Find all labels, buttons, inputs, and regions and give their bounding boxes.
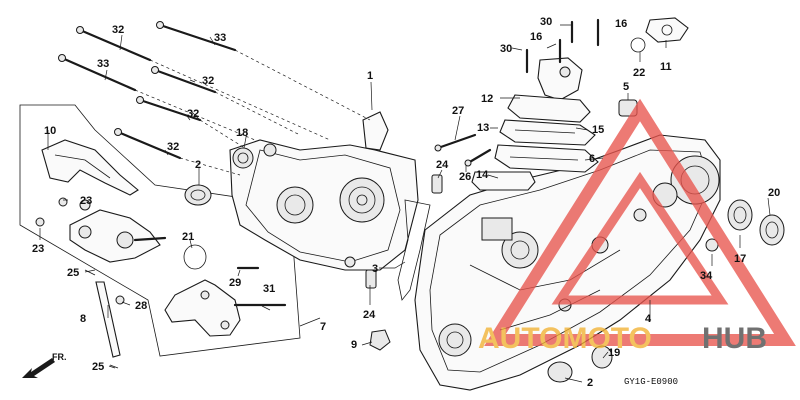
callout-17: 17	[734, 253, 746, 265]
left-case-cover	[19, 104, 431, 357]
callout-32-a: 32	[112, 24, 124, 36]
callout-3: 3	[372, 263, 378, 275]
callout-13: 13	[477, 122, 489, 134]
callout-32-b: 32	[202, 75, 214, 87]
callout-18: 18	[236, 127, 248, 139]
callout-24-top: 24	[436, 159, 449, 171]
callout-6: 6	[589, 153, 595, 165]
watermark-word-hub: HUB	[702, 322, 767, 355]
callout-12: 12	[481, 93, 493, 105]
callout-10: 10	[44, 125, 56, 137]
front-direction-indicator: FR.	[22, 352, 67, 378]
front-label: FR.	[52, 352, 67, 362]
callout-29: 29	[229, 277, 241, 289]
callout-4: 4	[645, 313, 652, 325]
callout-31: 31	[263, 283, 275, 295]
callout-32-c: 32	[187, 108, 199, 120]
callout-32-d: 32	[167, 141, 179, 153]
callout-5: 5	[623, 81, 629, 93]
callout-15: 15	[592, 124, 604, 136]
leader-lines	[39, 24, 771, 383]
callout-25-top: 25	[67, 267, 79, 279]
right-bolts	[434, 18, 600, 167]
air-shroud	[41, 139, 139, 196]
callout-34: 34	[700, 270, 713, 282]
callout-26: 26	[459, 171, 471, 183]
callout-28: 28	[135, 300, 147, 312]
callout-2-right: 2	[587, 377, 593, 389]
callout-16-right: 16	[615, 18, 627, 30]
callout-21: 21	[182, 231, 194, 243]
callout-33-a: 33	[214, 32, 226, 44]
callout-20: 20	[768, 187, 780, 199]
callout-30-top: 30	[540, 16, 552, 28]
reed-valve	[471, 17, 689, 191]
callout-14: 14	[476, 169, 489, 181]
oil-pump	[35, 197, 167, 263]
callout-22: 22	[633, 67, 645, 79]
dipstick	[84, 269, 125, 369]
mount-bracket	[164, 266, 287, 337]
callout-1: 1	[367, 70, 373, 82]
callout-numbers: 1 2 2 3 4 5 6 7 8 9 10 11 12 13 14 15 16…	[32, 16, 780, 389]
callout-30-left: 30	[500, 43, 512, 55]
right-bearings	[365, 99, 785, 383]
callout-7: 7	[320, 321, 326, 333]
callout-8: 8	[80, 313, 86, 325]
callout-9: 9	[351, 339, 357, 351]
callout-23-left: 23	[32, 243, 44, 255]
callout-2-left: 2	[195, 159, 201, 171]
diagram-reference-code: GY1G-E0900	[624, 377, 678, 387]
callout-11: 11	[660, 61, 672, 73]
cover-bolts	[58, 21, 371, 176]
callout-23-right: 23	[80, 195, 92, 207]
watermark: AUTOMOTO HUB	[478, 98, 796, 355]
callout-27: 27	[452, 105, 464, 117]
callout-16-left: 16	[530, 31, 542, 43]
callout-19: 19	[608, 347, 620, 359]
callout-33-b: 33	[97, 58, 109, 70]
callout-24-bottom: 24	[363, 309, 376, 321]
left-bearings	[183, 147, 254, 270]
callout-25-bottom: 25	[92, 361, 104, 373]
watermark-word-automoto: AUTOMOTO	[478, 322, 652, 355]
front-arrow-icon	[22, 358, 55, 378]
